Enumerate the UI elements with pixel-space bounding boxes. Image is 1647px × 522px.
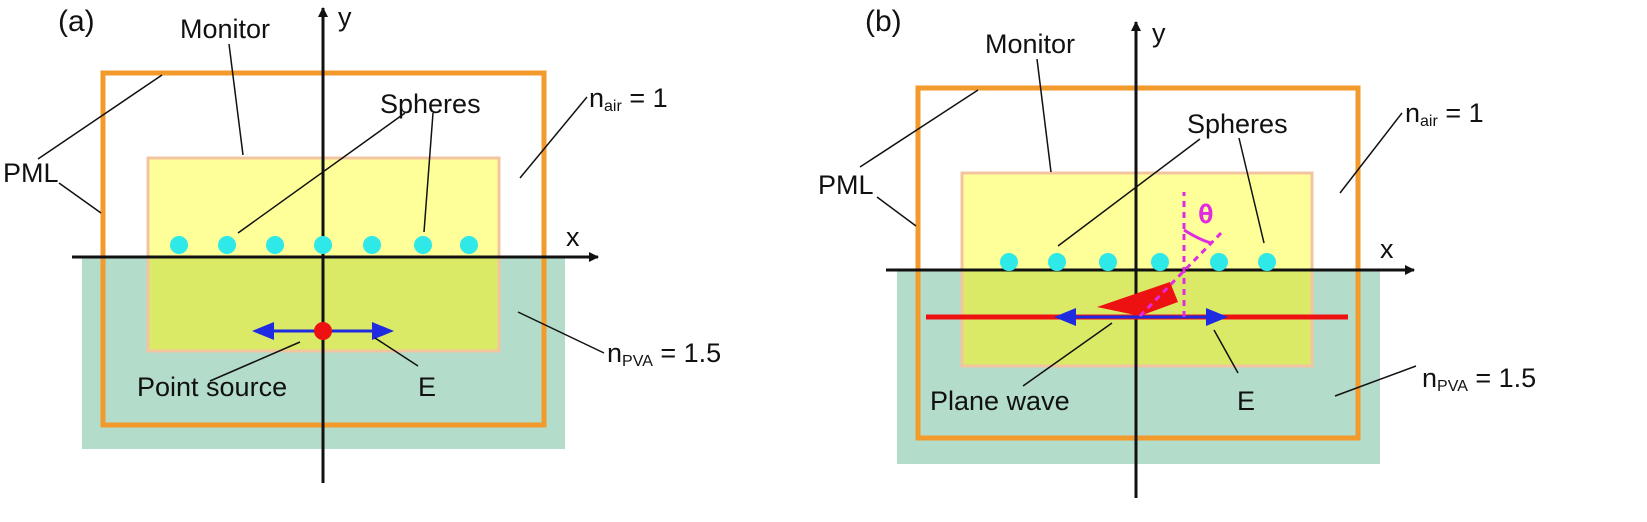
pml-label: PML [3, 158, 59, 188]
sphere-row [1000, 253, 1276, 271]
sphere [1210, 253, 1228, 271]
n-pva-label: nPVA = 1.5 [1422, 363, 1536, 395]
sphere [266, 236, 284, 254]
panel-label: (b) [865, 5, 902, 38]
pml-label: PML [818, 170, 874, 200]
n-air-label: nair = 1 [1405, 98, 1484, 130]
panel-a: (a) y x Monitor Spheres PML nair = 1 nPV… [3, 2, 721, 483]
sphere [1000, 253, 1018, 271]
e-field-arrow [1054, 308, 1228, 326]
sphere [314, 236, 332, 254]
leader-lines-a [37, 43, 605, 382]
spheres-label: Spheres [380, 89, 481, 119]
e-field-label: E [1237, 386, 1255, 416]
x-axis-label: x [566, 222, 580, 252]
propagation-arrow [1097, 282, 1178, 316]
y-axis-label: y [338, 2, 352, 32]
spheres-label: Spheres [1187, 109, 1288, 139]
sphere [218, 236, 236, 254]
theta-label: θ [1198, 200, 1214, 230]
e-field-label: E [418, 372, 436, 402]
plane-wave-label: Plane wave [930, 386, 1070, 416]
point-source-dot [314, 322, 332, 340]
n-pva-label: nPVA = 1.5 [607, 338, 721, 370]
sphere [170, 236, 188, 254]
pml-box [915, 85, 1361, 441]
monitor-label: Monitor [180, 14, 270, 44]
sphere-row [170, 236, 478, 254]
sphere [1048, 253, 1066, 271]
sphere [1151, 253, 1169, 271]
sphere [1258, 253, 1276, 271]
panel-b: (b) y x Monitor Spheres PML nair = 1 nPV… [818, 5, 1536, 498]
sphere [363, 236, 381, 254]
point-source-label: Point source [137, 372, 287, 402]
angle-theta-construction [1138, 192, 1224, 318]
n-air-label: nair = 1 [589, 83, 668, 115]
sphere [460, 236, 478, 254]
x-axis-label: x [1380, 234, 1394, 264]
panel-label: (a) [58, 5, 95, 38]
monitor-label: Monitor [985, 29, 1075, 59]
y-axis-label: y [1152, 18, 1166, 48]
sphere [414, 236, 432, 254]
sphere [1099, 253, 1117, 271]
leader-lines-b [859, 58, 1417, 397]
